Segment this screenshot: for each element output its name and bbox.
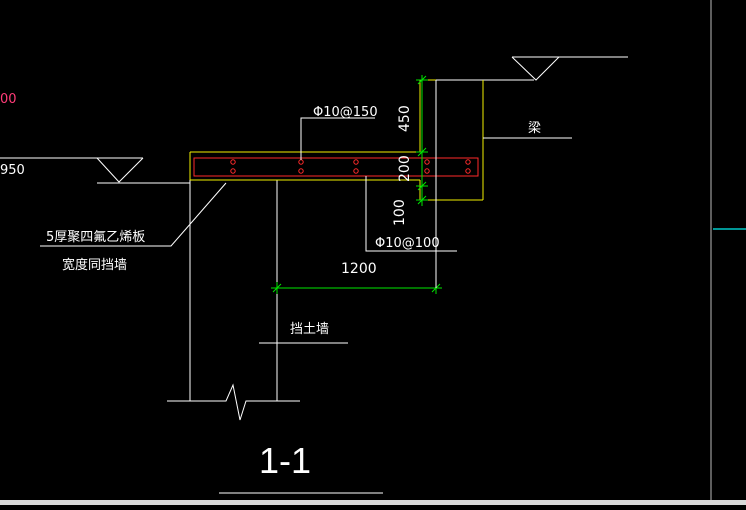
dimension-450: 450 xyxy=(397,105,413,132)
left-edge-label-top: 00 xyxy=(0,92,17,107)
dimension-1200: 1200 xyxy=(341,261,377,277)
dimension-200: 200 xyxy=(397,155,413,182)
bottom-strip xyxy=(0,500,746,505)
elevation-symbol-left xyxy=(0,157,190,184)
retaining-wall xyxy=(167,180,300,421)
rebar-dots xyxy=(230,159,471,174)
vertical-dimension-line xyxy=(416,75,428,206)
horizontal-dimension-line xyxy=(271,282,442,294)
beam-label: 梁 xyxy=(528,121,541,136)
left-edge-elevation-label: 950 xyxy=(0,163,25,178)
section-title: 1-1 xyxy=(259,440,311,481)
leader-lines xyxy=(40,117,572,494)
retaining-wall-label: 挡土墙 xyxy=(290,322,329,337)
elevation-symbol-right xyxy=(436,56,628,81)
board-label-line1: 5厚聚四氟乙烯板 xyxy=(46,230,145,245)
board-label-line2: 宽度同挡墙 xyxy=(62,257,127,273)
dimension-100: 100 xyxy=(392,199,408,226)
rebar-bottom-label: Φ10@100 xyxy=(375,236,440,251)
rebar-lines xyxy=(193,157,479,177)
rebar-top-label: Φ10@150 xyxy=(313,105,378,120)
slab-outline xyxy=(189,79,484,201)
